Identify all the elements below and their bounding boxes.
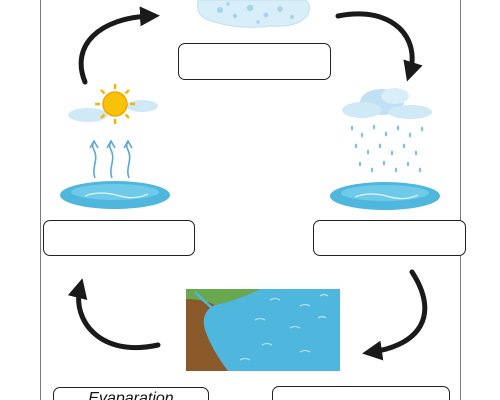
arrow-condensation-to-precipitation bbox=[335, 11, 423, 82]
label-box-bottom-right[interactable] bbox=[272, 386, 450, 400]
arrow-collection-to-evaporation bbox=[67, 278, 161, 351]
lake-icon bbox=[186, 289, 340, 371]
arrow-precipitation-to-collection bbox=[362, 269, 428, 361]
sun-evaporation-icon bbox=[60, 84, 170, 209]
rain-drops bbox=[350, 124, 424, 173]
label-box-top[interactable] bbox=[178, 43, 331, 80]
label-text-evaporation: Evaparation bbox=[88, 390, 174, 400]
cloud-icon bbox=[197, 0, 310, 28]
puddle-left bbox=[60, 181, 170, 209]
puddle-right bbox=[330, 182, 440, 210]
label-box-right[interactable] bbox=[313, 220, 466, 256]
arrow-evaporation-to-condensation bbox=[78, 6, 160, 85]
cycle-arrows bbox=[67, 6, 428, 361]
label-box-left[interactable] bbox=[43, 220, 195, 256]
sun-icon bbox=[95, 84, 135, 124]
page-border-right bbox=[460, 0, 461, 400]
page-border-left bbox=[40, 0, 41, 400]
label-box-bottom-left[interactable]: Evaparation bbox=[53, 387, 209, 400]
rain-cloud-icon bbox=[330, 88, 440, 210]
vapor-arrows bbox=[89, 139, 133, 179]
